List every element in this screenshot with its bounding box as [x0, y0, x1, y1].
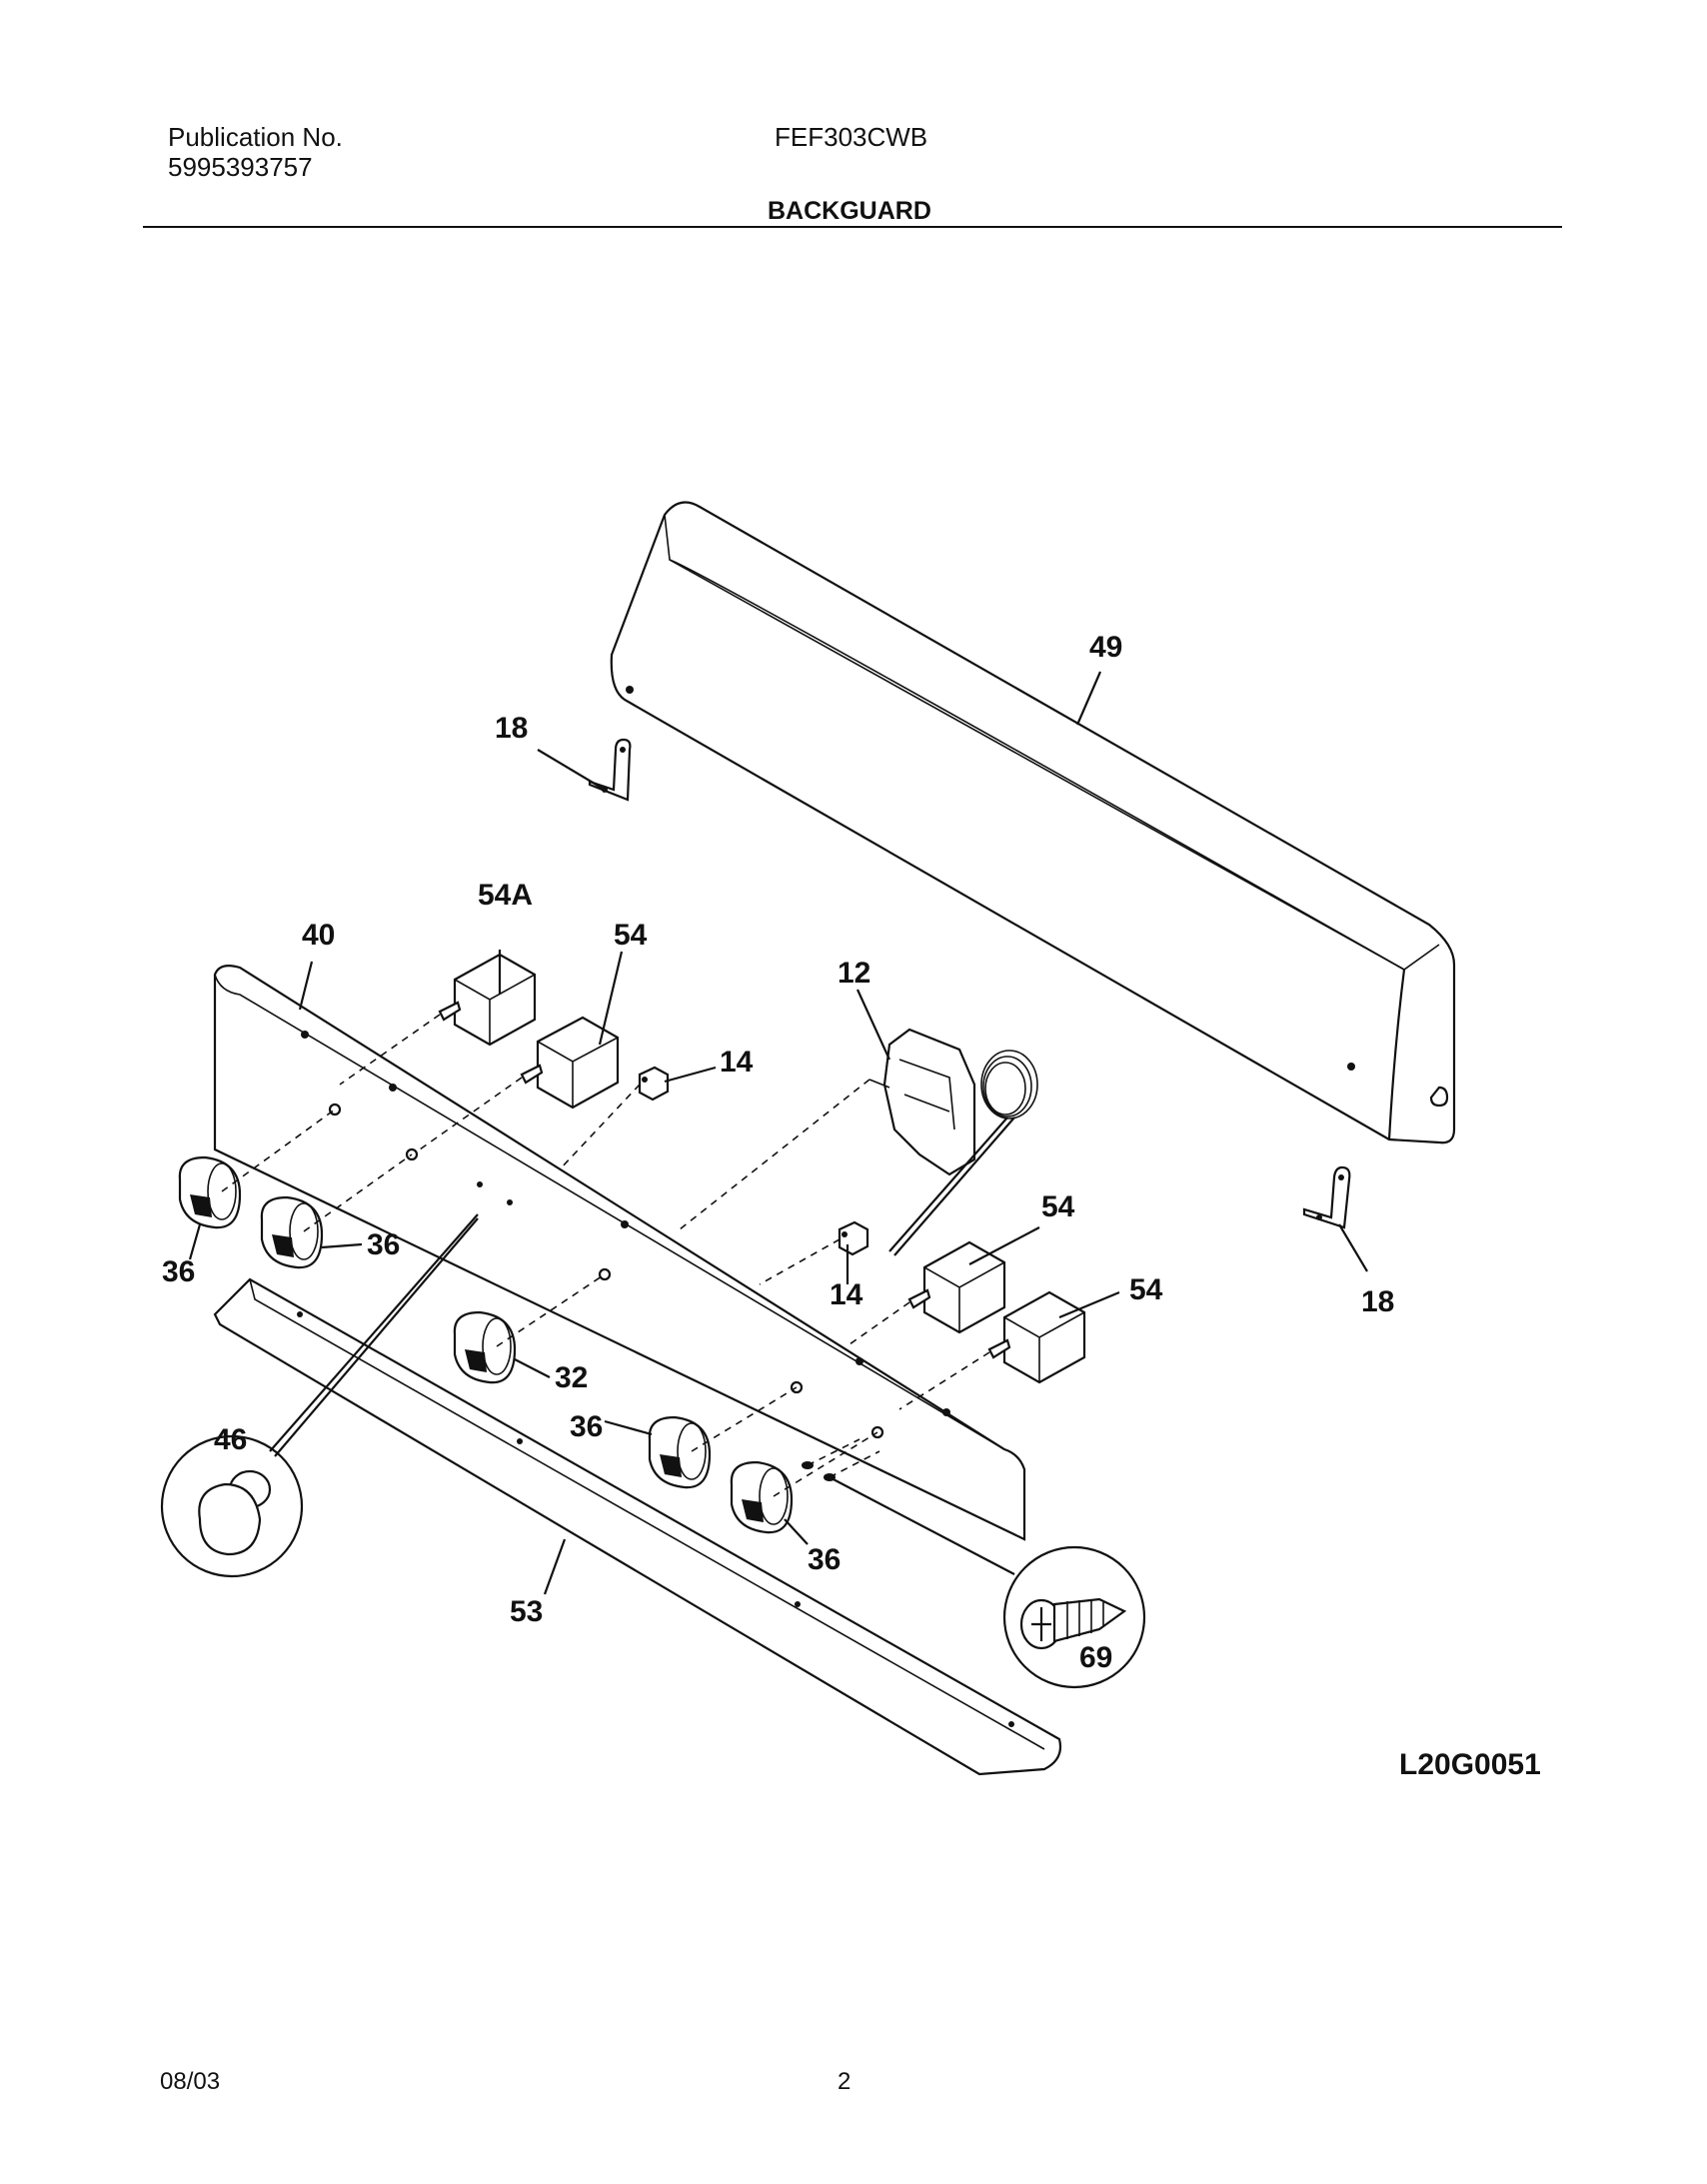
callout-40: 40 — [302, 919, 335, 952]
knob-32 — [453, 1310, 517, 1384]
callout-36-d: 36 — [808, 1543, 841, 1576]
control-panel — [213, 965, 1026, 1541]
knob-36-a — [178, 1155, 242, 1229]
callout-69: 69 — [1079, 1641, 1112, 1674]
switch-54a — [438, 953, 537, 1047]
callout-14-top: 14 — [720, 1046, 754, 1079]
callout-54-right: 54 — [1129, 1273, 1163, 1306]
backguard-panel — [610, 501, 1456, 1144]
callout-54-top: 54 — [614, 919, 648, 952]
callout-36-b: 36 — [367, 1228, 400, 1261]
publication-label: Publication No. — [168, 122, 343, 152]
assembly-lines — [221, 1014, 990, 1497]
footer-page-number: 2 — [838, 2068, 852, 2095]
diagram-code: L20G0051 — [1399, 1748, 1541, 1781]
knob-36-c — [648, 1415, 712, 1489]
footer-date: 08/03 — [160, 2068, 221, 2095]
callout-49: 49 — [1089, 631, 1122, 664]
thermostat — [868, 1028, 1038, 1256]
switch-54-top — [520, 1016, 620, 1109]
callout-14-bottom: 14 — [830, 1278, 863, 1311]
bracket-left — [588, 738, 632, 802]
callout-32: 32 — [555, 1361, 588, 1394]
switch-54-mid — [907, 1240, 1006, 1334]
callout-36-c: 36 — [570, 1410, 603, 1443]
header-rule — [143, 226, 1562, 228]
callout-36-a: 36 — [162, 1255, 195, 1288]
callout-12: 12 — [838, 957, 870, 990]
knob-36-b — [260, 1195, 324, 1269]
knob-36-d — [730, 1460, 794, 1534]
model-number: FEF303CWB — [775, 122, 928, 152]
switch-14-top — [638, 1066, 670, 1101]
callout-54-mid: 54 — [1041, 1190, 1075, 1223]
publication-number: 5995393757 — [168, 152, 313, 182]
callout-18-right: 18 — [1361, 1285, 1394, 1318]
callout-46: 46 — [214, 1423, 247, 1456]
callout-54a: 54A — [478, 879, 533, 912]
section-title: BACKGUARD — [768, 197, 931, 225]
callout-53: 53 — [510, 1595, 543, 1628]
bracket-right — [1302, 1165, 1351, 1229]
callout-18-left: 18 — [495, 712, 528, 745]
knob-46-detail — [160, 1213, 479, 1578]
leader-lines — [188, 671, 1368, 1595]
screw-69-detail — [829, 1476, 1146, 1689]
trim-strip — [213, 1277, 1062, 1776]
switch-14-bottom — [838, 1220, 869, 1256]
